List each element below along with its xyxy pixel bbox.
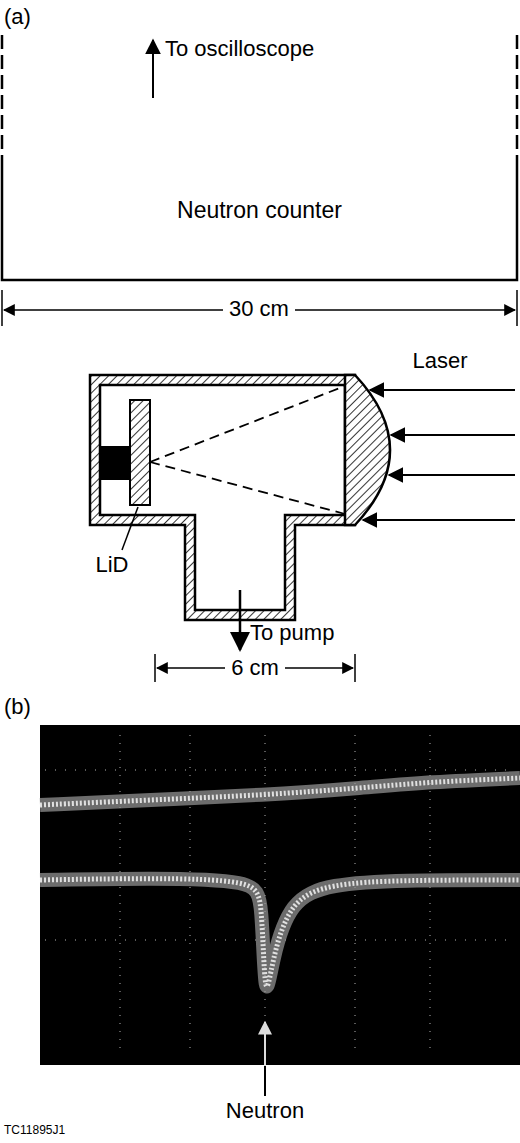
beam-label: Laser [412,348,467,373]
figure-id: TC11895J1 [4,1124,65,1138]
target-holder [100,446,130,480]
panel-label: (a) [4,4,31,29]
dimension-30cm [2,290,517,326]
signal-label: Neutron [226,1098,304,1123]
trace [40,879,520,987]
dimension: 30 cm [223,296,295,321]
grid-line [119,735,121,1055]
leader-line [122,507,138,550]
laser-cone [150,386,345,514]
signal-arrow [152,40,154,98]
grid-line [189,735,191,1055]
oscilloscope-photo [40,725,520,1065]
pump-arrow [239,590,242,650]
part-label: Neutron counter [177,197,342,223]
counter-box: Neutron counter [2,35,517,280]
oscilloscope-traces [40,735,520,1055]
signal-label: To oscilloscope [165,36,314,61]
panel-label: (b) [4,694,31,719]
neutron-arrow [264,1022,266,1066]
dimension-6cm [155,654,355,682]
lens-window [345,375,390,525]
pump-label: To pump [250,620,334,645]
trace [40,778,520,805]
neutron-arrow [264,1066,266,1096]
laser-beams [363,390,515,520]
part-label: LiD [95,552,128,577]
dimension: 6 cm [225,655,285,680]
grid-line [45,769,515,771]
counter-housing [2,35,517,280]
vacuum-chamber [90,375,355,620]
trace [40,879,520,987]
trace [40,778,520,805]
lid-target [130,400,150,505]
